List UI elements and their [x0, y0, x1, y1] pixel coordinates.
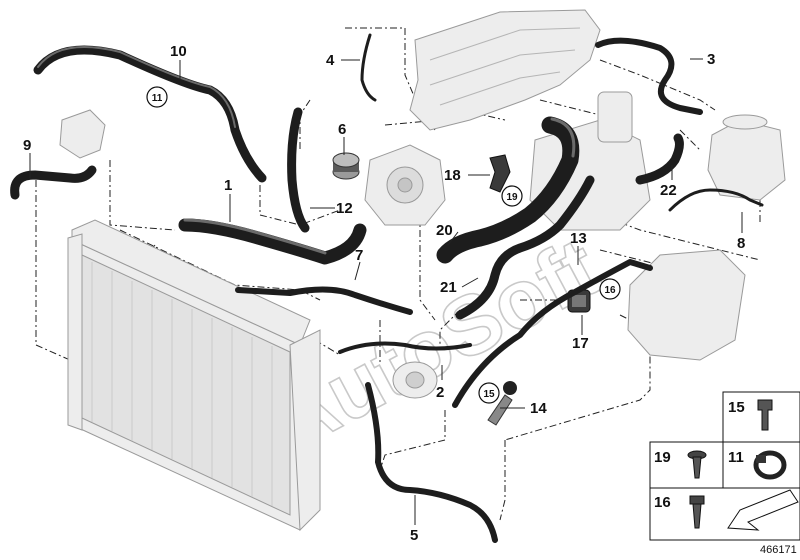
expansion-tank-lower: [627, 249, 746, 361]
auxiliary-water-pump: [392, 361, 438, 399]
callout-9: 9: [23, 137, 31, 154]
svg-text:11: 11: [152, 93, 163, 104]
callout-7: 7: [355, 247, 363, 264]
bolt-icon: [757, 399, 773, 431]
bushing-17: [567, 289, 591, 313]
bracket-14: [487, 381, 517, 426]
svg-text:19: 19: [654, 449, 671, 466]
circled-callout-16: 16: [599, 278, 621, 300]
svg-text:11: 11: [728, 449, 744, 466]
callout-22: 22: [660, 182, 677, 199]
leader-lines: [29, 58, 743, 525]
expansion-tank-upper: [707, 114, 786, 201]
callout-17: 17: [572, 335, 589, 352]
intake-manifold: [409, 9, 601, 131]
hose-clamp-icon: [753, 450, 787, 480]
callout-12: 12: [336, 200, 353, 217]
callout-6: 6: [338, 121, 346, 138]
legend-item-16: 16: [654, 494, 705, 529]
arrow-icon: [727, 489, 799, 531]
callout-2: 2: [436, 384, 444, 401]
callout-1: 1: [224, 177, 232, 194]
svg-text:16: 16: [604, 285, 616, 296]
coolant-pump: [364, 144, 446, 226]
callout-10: 10: [170, 43, 187, 60]
legend-item-11: 11: [728, 449, 787, 480]
hoses: [10, 33, 764, 543]
callout-18: 18: [444, 167, 461, 184]
callout-14: 14: [530, 400, 547, 417]
svg-text:15: 15: [728, 399, 745, 416]
callout-5: 5: [410, 527, 418, 544]
fastener-legend: 15 19 11 16: [649, 391, 800, 541]
callout-21: 21: [440, 279, 457, 296]
svg-text:15: 15: [483, 389, 495, 400]
callout-4: 4: [326, 52, 335, 69]
legend-item-15: 15: [728, 399, 773, 431]
cap-6: [332, 152, 360, 180]
circled-callout-19: 19: [501, 185, 523, 207]
radiator: [67, 219, 321, 532]
legend-item-19: 19: [654, 449, 707, 479]
svg-text:16: 16: [654, 494, 671, 511]
push-rivet-icon: [687, 450, 707, 479]
circled-callout-11: 11: [146, 86, 168, 108]
bracket-18: [489, 154, 511, 193]
pump-top-left: [59, 109, 106, 159]
callout-3: 3: [707, 51, 715, 68]
circled-callout-15: 15: [478, 382, 500, 404]
callout-13: 13: [570, 230, 587, 247]
screw-icon: [689, 495, 705, 529]
callout-8: 8: [737, 235, 745, 252]
callout-20: 20: [436, 222, 453, 239]
diagram-reference-number: 466171: [760, 544, 797, 556]
svg-text:19: 19: [506, 192, 518, 203]
